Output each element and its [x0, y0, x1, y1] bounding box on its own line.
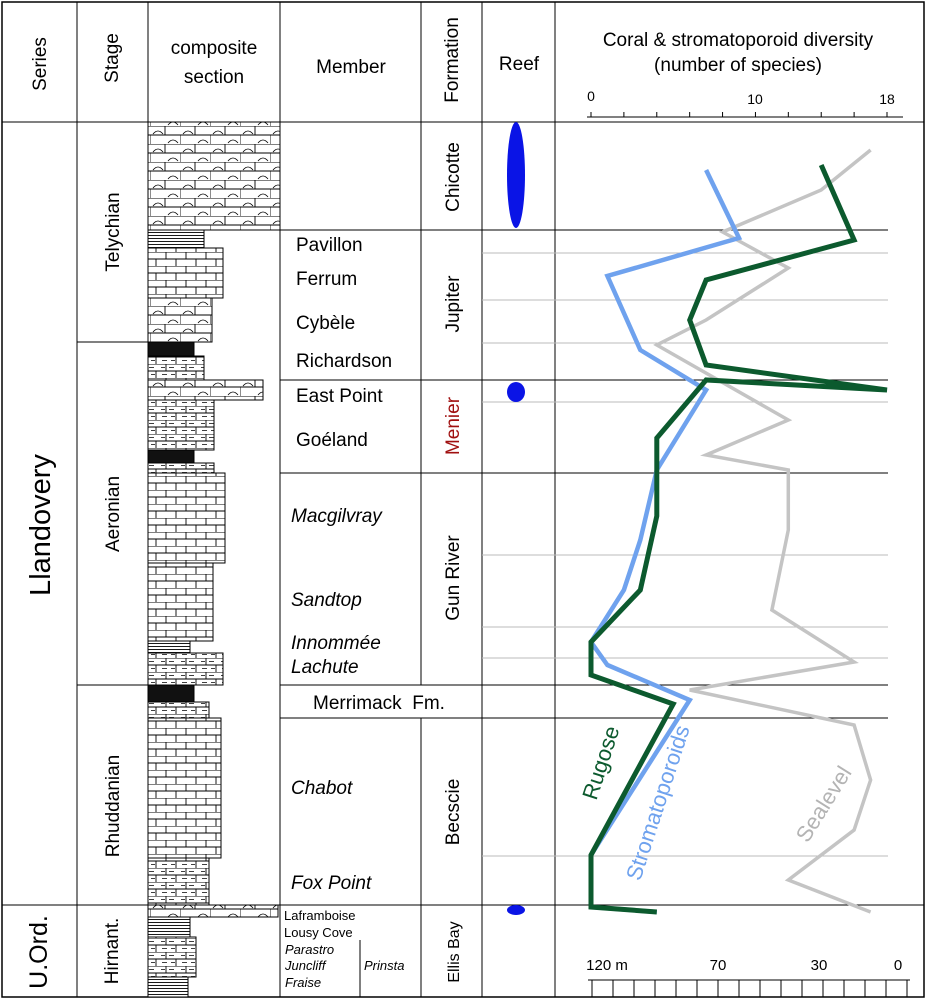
formation-gun-river-label: Gun River: [443, 535, 464, 621]
member-innommee: Innommée: [291, 633, 381, 654]
member-sandtop: Sandtop: [291, 590, 362, 611]
stage-hirnantian-label: Hirnant.: [102, 918, 123, 985]
stage-rhuddanian-label: Rhuddanian: [103, 755, 124, 857]
header-section: section: [184, 67, 244, 88]
member-lousy-cove: Lousy Cove: [284, 925, 353, 940]
member-macgilvray: Macgilvray: [291, 506, 383, 527]
header-composite: composite: [171, 38, 258, 59]
top-tick-label: 10: [747, 91, 763, 107]
bottom-tick-label: 120 m: [586, 957, 628, 974]
series-upper-ordovician-label: U.Ord.: [25, 915, 53, 989]
member-lachute: Lachute: [291, 657, 359, 678]
top-tick-label: 0: [587, 88, 595, 104]
top-axis: 0 10 18: [587, 88, 903, 118]
diversity-curves: [588, 148, 888, 915]
bottom-tick-label: 30: [811, 957, 828, 974]
member-prinsta: Prinsta: [364, 958, 404, 973]
header-series: Series: [30, 37, 51, 91]
formation-ellis-bay-label: Ellis Bay: [446, 921, 463, 982]
header-diversity-line2: (number of species): [654, 55, 822, 76]
top-tick-label: 18: [879, 91, 895, 107]
bottom-axis: 120 m 70 30 0: [586, 957, 910, 997]
member-ferrum: Ferrum: [296, 269, 357, 290]
formation-chicotte-label: Chicotte: [443, 142, 464, 212]
reef-chicotte: [507, 122, 525, 228]
member-pavillon: Pavillon: [296, 235, 363, 256]
merrimack-formation-label: Merrimack Fm.: [313, 693, 445, 714]
member-fraise: Fraise: [285, 975, 321, 990]
member-fox-point: Fox Point: [291, 873, 372, 894]
header-formation: Formation: [442, 17, 463, 103]
formation-menier-label: Menier: [443, 396, 464, 455]
bottom-tick-label: 70: [710, 957, 727, 974]
header-stage: Stage: [102, 33, 123, 83]
member-laframboise: Laframboise: [284, 908, 356, 923]
member-richardson: Richardson: [296, 351, 392, 372]
reef-east-point: [507, 382, 525, 402]
member-chabot: Chabot: [291, 778, 353, 799]
formation-jupiter-label: Jupiter: [443, 275, 464, 333]
header-diversity-line1: Coral & stromatoporoid diversity: [603, 30, 874, 51]
boundary-lines: [2, 229, 924, 997]
stage-aeronian-label: Aeronian: [103, 476, 124, 552]
header-reef: Reef: [499, 54, 540, 75]
member-juncliff: Juncliff: [284, 958, 327, 973]
series-label-rugose: Rugose: [577, 723, 624, 803]
series-line-rugose: [588, 163, 888, 915]
composite-section: [147, 121, 281, 998]
series-llandovery-label: Llandovery: [25, 454, 57, 596]
member-goeland: Goéland: [296, 430, 368, 451]
reef-laframboise: [507, 905, 525, 915]
bottom-tick-label: 0: [894, 957, 902, 974]
formation-becscie-label: Becscie: [443, 779, 464, 846]
member-lines: [482, 252, 888, 857]
member-parastro: Parastro: [285, 942, 334, 957]
member-cybele: Cybèle: [296, 313, 355, 334]
stage-telychian-label: Telychian: [103, 192, 124, 271]
member-east-point: East Point: [296, 386, 383, 407]
header-member: Member: [316, 57, 386, 78]
reef-markers: [507, 122, 525, 915]
